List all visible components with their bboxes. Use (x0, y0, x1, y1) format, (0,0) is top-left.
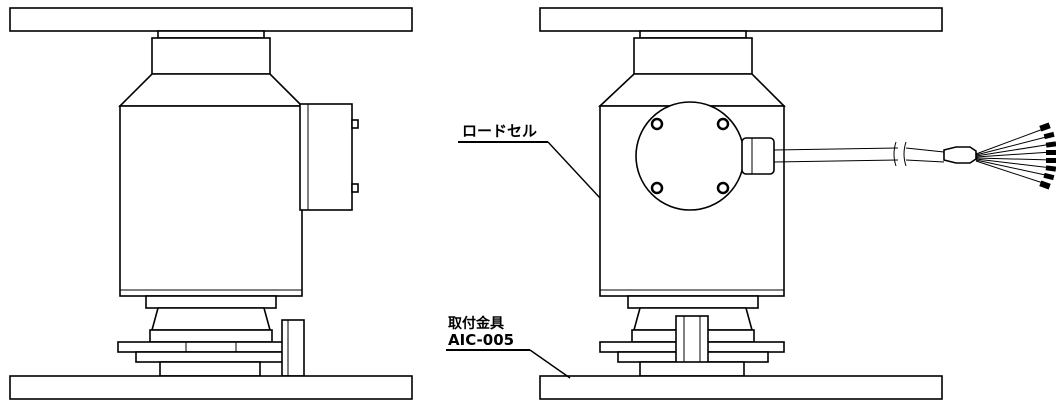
annotation-mount-bracket: 取付金具 AIC-005 (446, 315, 571, 379)
box-bolt-top (351, 119, 359, 129)
base-block-right (639, 361, 745, 377)
anti-lift-bracket-left (281, 319, 305, 377)
top-plate-right (539, 7, 943, 32)
top-pad-left (157, 30, 265, 39)
cable-wires (975, 122, 1056, 190)
top-pad-right (639, 30, 747, 39)
cover-screw-tl (650, 117, 664, 131)
cover-screw-bl (650, 181, 664, 195)
cover-screw-tr (716, 117, 730, 131)
cable-lower-1 (773, 159, 899, 163)
leader-mount (529, 349, 571, 379)
cable-upper-2 (905, 147, 945, 153)
side-view (9, 7, 413, 400)
top-plate-left (9, 7, 413, 32)
bottom-plate-right (539, 375, 943, 400)
cable-break-2 (903, 141, 907, 167)
cable-lower-2 (905, 159, 945, 163)
box-bolt-bottom (351, 183, 359, 193)
cover-screw-br (716, 181, 730, 195)
label-mount-bracket: 取付金具 (448, 315, 504, 332)
junction-box-cover (635, 101, 745, 211)
annotation-load-cell: ロードセル (458, 122, 601, 199)
bottom-plate-left (9, 375, 413, 400)
front-view (539, 7, 1056, 400)
cell-foot-left (145, 295, 277, 309)
junction-box-side (299, 103, 353, 211)
mount-plate-lower-left (135, 351, 285, 363)
cell-shoulder-left (118, 73, 304, 107)
cell-body-left (119, 105, 303, 297)
mount-plate-upper-left (117, 341, 303, 353)
lower-ring-left (149, 329, 273, 343)
lower-block-left (150, 307, 272, 331)
cell-shoulder-right (597, 73, 786, 107)
cable-gland (741, 137, 775, 175)
label-load-cell: ロードセル (462, 122, 537, 140)
cable-break-1 (893, 141, 897, 167)
load-button-right (633, 37, 753, 75)
leader-load-cell (547, 141, 601, 199)
base-block-left (159, 361, 261, 377)
label-mount-bracket-model: AIC-005 (448, 331, 514, 349)
cell-foot-right (627, 295, 759, 309)
load-button-left (151, 37, 271, 75)
cable-sleeve (943, 146, 977, 164)
cable-upper-1 (773, 147, 899, 151)
